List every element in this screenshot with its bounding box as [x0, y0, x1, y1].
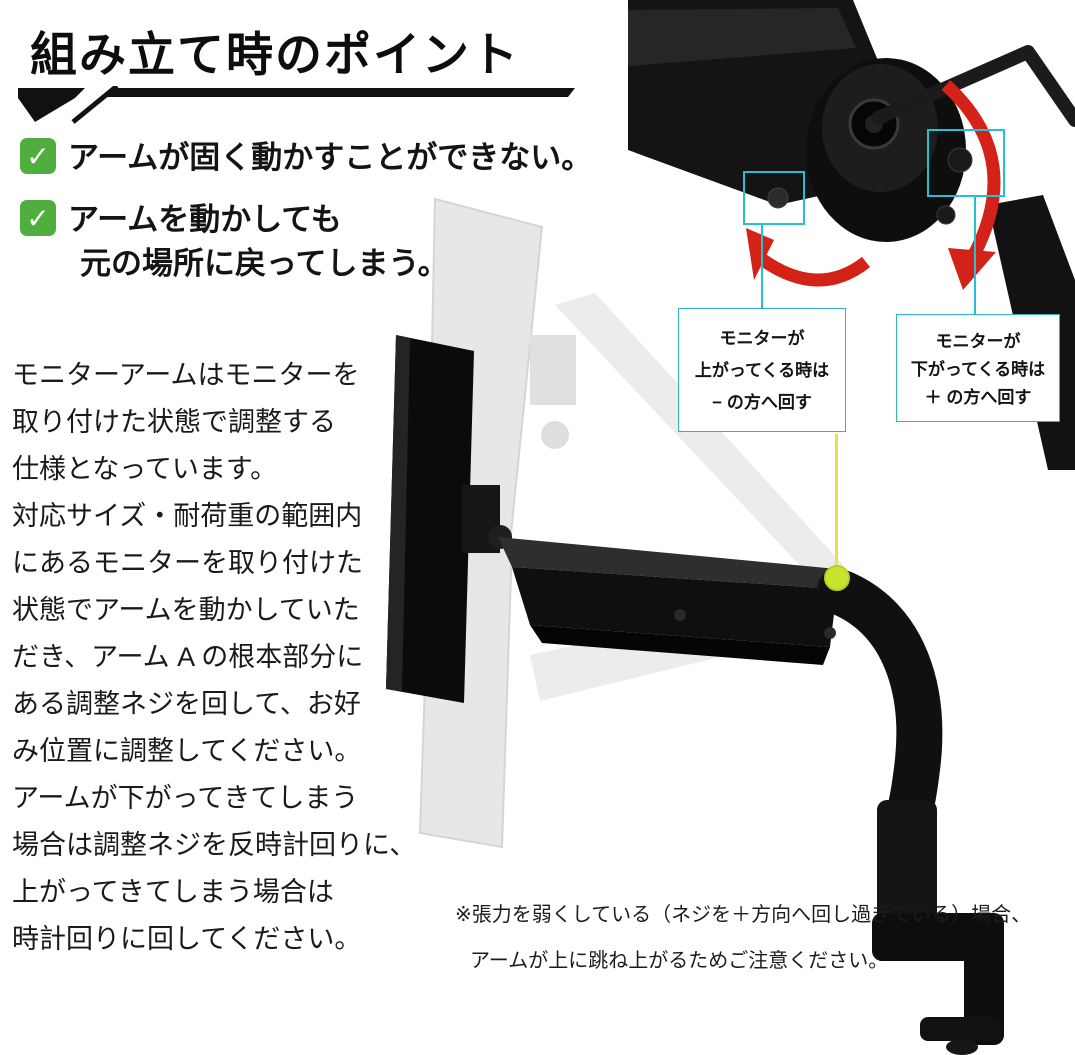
paragraph-line: ある調整ネジを回して、お好 [12, 689, 361, 719]
page-title: 組み立て時のポイント [30, 28, 520, 81]
check-icon: ✓ [20, 138, 56, 174]
checklist-item-2-line-2: 元の場所に戻ってしまう。 [80, 246, 449, 281]
side-screw [947, 147, 973, 173]
callout-line: 下がってくる時は [910, 360, 1046, 379]
callout-line: モニターが [719, 329, 805, 348]
callout-line: 上がってくる時は [694, 361, 830, 380]
callout-monitor-rises: モニターが 上がってくる時は − の方へ回す [678, 308, 846, 432]
ghost-hinge [530, 335, 576, 405]
callout-line: − の方へ回す [712, 393, 812, 412]
paragraph-line: だき、アーム A の根本部分に [12, 642, 364, 672]
paragraph-line: 時計回りに回してください。 [12, 924, 362, 954]
paragraph-line: 仕様となっています。 [12, 454, 278, 484]
side-screw [767, 187, 789, 209]
instruction-paragraph: モニターアームはモニターを 取り付けた状態で調整する 仕様となっています。 対応… [12, 352, 416, 963]
caution-note-line-2: アームが上に跳ね上がるためご注意ください。 [470, 950, 889, 972]
paragraph-line: み位置に調整してください。 [12, 736, 362, 766]
checklist-item-1-text: アームが固く動かすことができない。 [68, 140, 593, 175]
red-rotation-arrows [746, 80, 1001, 290]
monitor-edge-highlight [386, 335, 410, 691]
ghost-hinge-screw [541, 421, 569, 449]
paragraph-line: 場合は調整ネジを反時計回りに、 [12, 830, 417, 860]
callout-monitor-drops: モニターが 下がってくる時は ＋ の方へ回す [896, 314, 1060, 422]
paragraph-line: 上がってきてしまう場合は [12, 877, 334, 907]
checklist-item-2: ✓ アームを動かしても 元の場所に戻ってしまう。 [20, 198, 449, 286]
check-icon: ✓ [20, 200, 56, 236]
upper-arm-segment [498, 537, 837, 665]
monitor-arm-illustration [386, 197, 1004, 1055]
yellow-leader-line [835, 434, 838, 572]
adjustment-point-marker [824, 565, 850, 591]
cyan-callout-lines [743, 129, 1005, 314]
callout-line: ＋ の方へ回す [924, 388, 1032, 407]
paragraph-line: 対応サイズ・耐荷重の範囲内 [12, 501, 363, 531]
callout-line: モニターが [935, 332, 1021, 351]
title-underline-decoration [18, 86, 575, 124]
checklist-item-2-line-1: アームを動かしても [68, 202, 342, 237]
paragraph-line: モニターアームはモニターを [12, 360, 360, 390]
checklist-item-1: ✓ アームが固く動かすことができない。 [20, 136, 592, 180]
caution-note-line-1: ※張力を弱くしている（ネジを＋方向へ回し過ぎている）場合、 [455, 904, 1032, 926]
paragraph-line: アームが下がってきてしまう [12, 783, 359, 813]
paragraph-line: 状態でアームを動かしていた [12, 595, 360, 625]
desk-clamp [872, 800, 1004, 1055]
monitor-back [386, 335, 474, 703]
allen-key [871, 45, 1075, 127]
side-screw [936, 205, 956, 225]
lower-arm-segment [819, 570, 943, 848]
paragraph-line: にあるモニターを取り付けた [12, 548, 363, 578]
closeup-arm-highlight [628, 8, 856, 66]
paragraph-line: 取り付けた状態で調整する [12, 407, 336, 437]
